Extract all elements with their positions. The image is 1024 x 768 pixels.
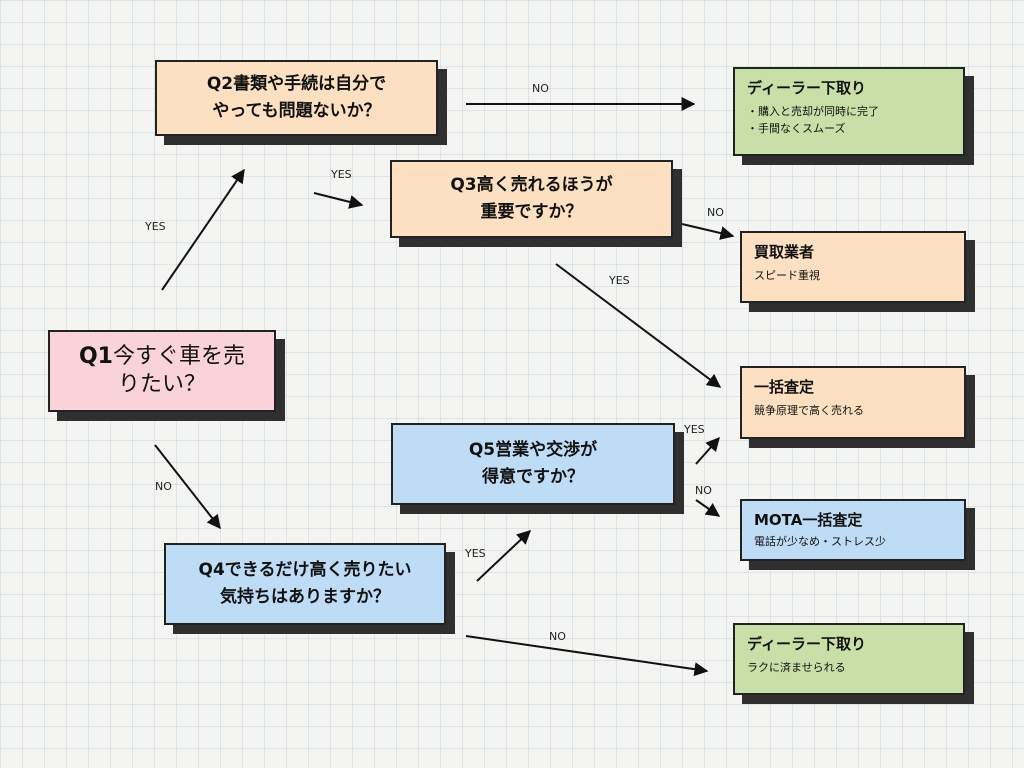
question-q5-box: Q5営業や交渉が 得意ですか？ [391,423,675,505]
question-q4-box: Q4できるだけ高く売りたい 気持ちはありますか？ [164,543,446,625]
question-q2-text: Q2書類や手続は自分で やっても問題ないか？ [206,74,387,121]
arrow-q2-yes-to-q3 [313,192,364,209]
result-ikkatsu: 一括査定 競争原理で高く売れる [740,366,966,439]
arrow-q3-no-to-kaitori [681,223,735,240]
arrow-q5-no-to-mota [695,499,721,517]
question-q5-text: Q5営業や交渉が 得意ですか？ [468,440,598,487]
label-q3-no: NO [707,206,724,219]
result-kaitori: 買取業者 スピード重視 [740,231,966,303]
label-q1-no: NO [155,480,172,493]
label-q4-yes: YES [465,547,486,560]
question-q1-box: Q1今すぐ車を売 りたい？ [48,330,276,412]
label-q5-yes: YES [684,423,705,436]
arrow-q5-yes-to-ikkatsu [695,436,720,465]
arrow-q1-yes-to-q2 [161,168,245,291]
question-q3-text: Q3高く売れるほうが 重要ですか？ [450,175,613,222]
question-q2-box: Q2書類や手続は自分で やっても問題ないか？ [155,60,438,136]
label-q2-no: NO [532,82,549,95]
question-q4-text: Q4できるだけ高く売りたい 気持ちはありますか？ [198,560,412,607]
label-q1-yes: YES [145,220,166,233]
result-dealer-1-line-2: ・手間なくスムーズ [747,122,846,135]
result-ikkatsu-line-1: 競争原理で高く売れる [754,404,864,417]
result-mota-line-1: 電話が少なめ・ストレス少 [754,535,886,548]
label-q4-no: NO [549,630,566,643]
result-dealer-2-line-1: ラクに済ませられる [747,661,846,674]
result-dealer-1-line-1: ・購入と売却が同時に完了 [747,105,879,118]
question-q3-box: Q3高く売れるほうが 重要ですか？ [390,160,673,238]
result-dealer-trade-in-1: ディーラー下取り ・購入と売却が同時に完了 ・手間なくスムーズ [733,67,965,156]
label-q2-yes: YES [331,168,352,181]
label-q3-yes: YES [609,274,630,287]
result-mota: MOTA一括査定 電話が少なめ・ストレス少 [740,499,966,561]
result-ikkatsu-title: 一括査定 [754,378,815,396]
arrow-q4-no-to-dealer [465,635,709,677]
label-q5-no: NO [695,484,712,497]
question-q1-text: Q1今すぐ車を売 りたい？ [79,343,245,399]
result-dealer-1-title: ディーラー下取り [747,79,866,97]
question-q1-body: 今すぐ車を売 りたい？ [113,344,246,397]
result-dealer-2-title: ディーラー下取り [747,635,866,653]
result-kaitori-line-1: スピード重視 [754,269,820,282]
question-q1-prefix: Q1 [78,344,113,369]
result-mota-title: MOTA一括査定 [754,511,863,529]
result-dealer-trade-in-2: ディーラー下取り ラクに済ませられる [733,623,965,695]
arrow-q3-yes-to-ikkatsu [555,263,722,388]
result-kaitori-title: 買取業者 [754,243,815,261]
